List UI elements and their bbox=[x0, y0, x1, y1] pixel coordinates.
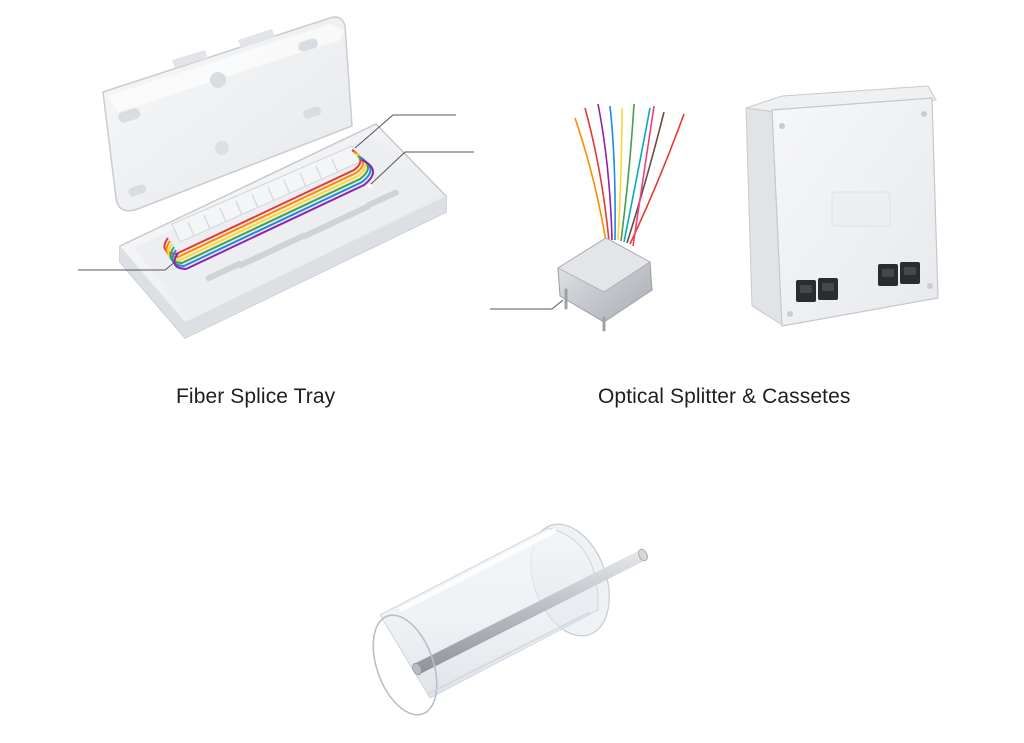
fiber-splice-tray-illustration bbox=[102, 16, 447, 339]
heat-shrink-sleeve-illustration bbox=[372, 523, 648, 716]
caption-optical-splitter-cassettes: Optical Splitter & Cassetes bbox=[598, 385, 851, 408]
caption-fiber-splice-tray: Fiber Splice Tray bbox=[176, 385, 336, 408]
callout-dot bbox=[368, 184, 372, 188]
splitter-callout-line bbox=[490, 299, 564, 310]
plc-splitter-illustration bbox=[557, 103, 685, 332]
tray-callout-lines bbox=[78, 114, 474, 271]
splitter-cassette-illustration bbox=[745, 85, 939, 327]
